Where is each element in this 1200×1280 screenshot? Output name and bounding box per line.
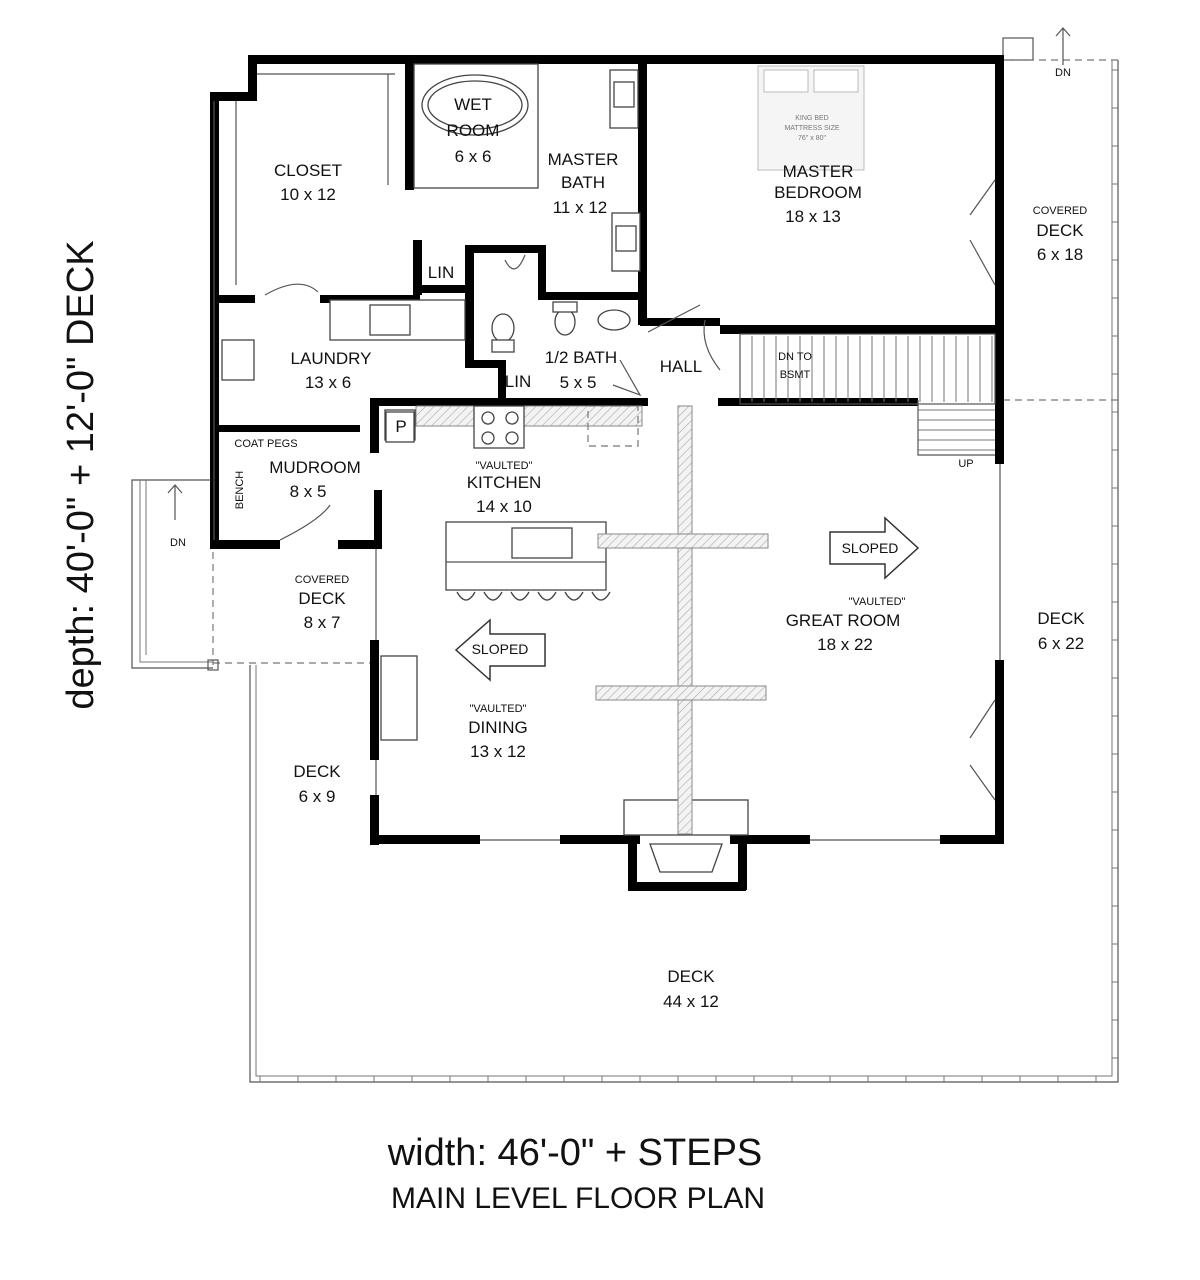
laundry-label: LAUNDRY [291, 349, 372, 368]
master-bath-label-2: BATH [561, 173, 605, 192]
dn-top-label: DN [1055, 67, 1071, 79]
kitchen-size: 14 x 10 [476, 497, 532, 516]
up-label: UP [958, 458, 973, 470]
dining-note: "VAULTED" [470, 703, 527, 715]
bed-note-3: 76" x 80" [798, 135, 826, 142]
width-dimension: width: 46'-0" + STEPS [387, 1132, 763, 1174]
sloped-right-label: SLOPED [842, 540, 899, 556]
closet-size: 10 x 12 [280, 185, 336, 204]
wet-room-label-1: WET [454, 95, 492, 114]
dining-size: 13 x 12 [470, 742, 526, 761]
wet-room-size: 6 x 6 [455, 147, 492, 166]
deck-bottom-label: DECK [667, 967, 715, 986]
covered-deck-left-label-1: COVERED [295, 574, 349, 586]
great-room-note: "VAULTED" [849, 596, 906, 608]
sloped-arrow-left [454, 618, 546, 682]
master-bath-label-1: MASTER [548, 150, 619, 169]
laundry-size: 13 x 6 [305, 373, 351, 392]
covered-deck-right-size: 6 x 18 [1037, 245, 1083, 264]
deck-railing-ticks [259, 69, 1118, 1082]
window-lines [213, 73, 1001, 841]
covered-deck-left-label-2: DECK [298, 589, 346, 608]
deck-right-size: 6 x 22 [1038, 634, 1084, 653]
deck-right-label: DECK [1037, 609, 1085, 628]
sloped-left-label: SLOPED [472, 641, 529, 657]
lin-upper-label: LIN [428, 263, 454, 282]
depth-dimension: depth: 40'-0" + 12'-0" DECK [60, 240, 102, 709]
stairs-down-label-2: BSMT [780, 369, 811, 381]
master-bedroom-label-1: MASTER [783, 162, 854, 181]
deck-left-label: DECK [293, 762, 341, 781]
closet-label: CLOSET [274, 161, 342, 180]
deck-outlines [131, 27, 1119, 1083]
mudroom-label: MUDROOM [269, 458, 361, 477]
great-room-size: 18 x 22 [817, 635, 873, 654]
pantry-label: P [395, 417, 406, 436]
bed-note-1: KING BED [795, 115, 828, 122]
kitchen-note: "VAULTED" [476, 460, 533, 472]
dining-label: DINING [468, 718, 528, 737]
doors [264, 179, 996, 801]
fixtures [221, 63, 996, 873]
covered-deck-left-size: 8 x 7 [304, 613, 341, 632]
plan-title: MAIN LEVEL FLOOR PLAN [391, 1182, 765, 1215]
sloped-arrow-right [829, 516, 920, 580]
wet-room-label-2: ROOM [447, 121, 500, 140]
covered-deck-right-label-2: DECK [1036, 221, 1084, 240]
lin-lower-label: LIN [505, 372, 531, 391]
mudroom-size: 8 x 5 [290, 482, 327, 501]
covered-deck-right-label-1: COVERED [1033, 205, 1087, 217]
stairs-down-label-1: DN TO [778, 351, 812, 363]
kitchen-label: KITCHEN [467, 473, 542, 492]
deck-bottom-size: 44 x 12 [663, 992, 719, 1011]
hall-label: HALL [660, 357, 703, 376]
master-bedroom-label-2: BEDROOM [774, 183, 862, 202]
half-bath-size: 5 x 5 [560, 373, 597, 392]
bed-note-2: MATTRESS SIZE [784, 125, 839, 132]
deck-left-size: 6 x 9 [299, 787, 336, 806]
dn-left-label: DN [170, 537, 186, 549]
room-labels: CLOSET 10 x 12 WET ROOM 6 x 6 MASTER BAT… [170, 67, 1087, 1011]
bench-label: BENCH [234, 471, 246, 510]
great-room-label: GREAT ROOM [786, 611, 901, 630]
half-bath-label: 1/2 BATH [545, 348, 617, 367]
master-bedroom-size: 18 x 13 [785, 207, 841, 226]
coat-pegs-label: COAT PEGS [234, 438, 297, 450]
master-bath-size: 11 x 12 [553, 198, 608, 217]
